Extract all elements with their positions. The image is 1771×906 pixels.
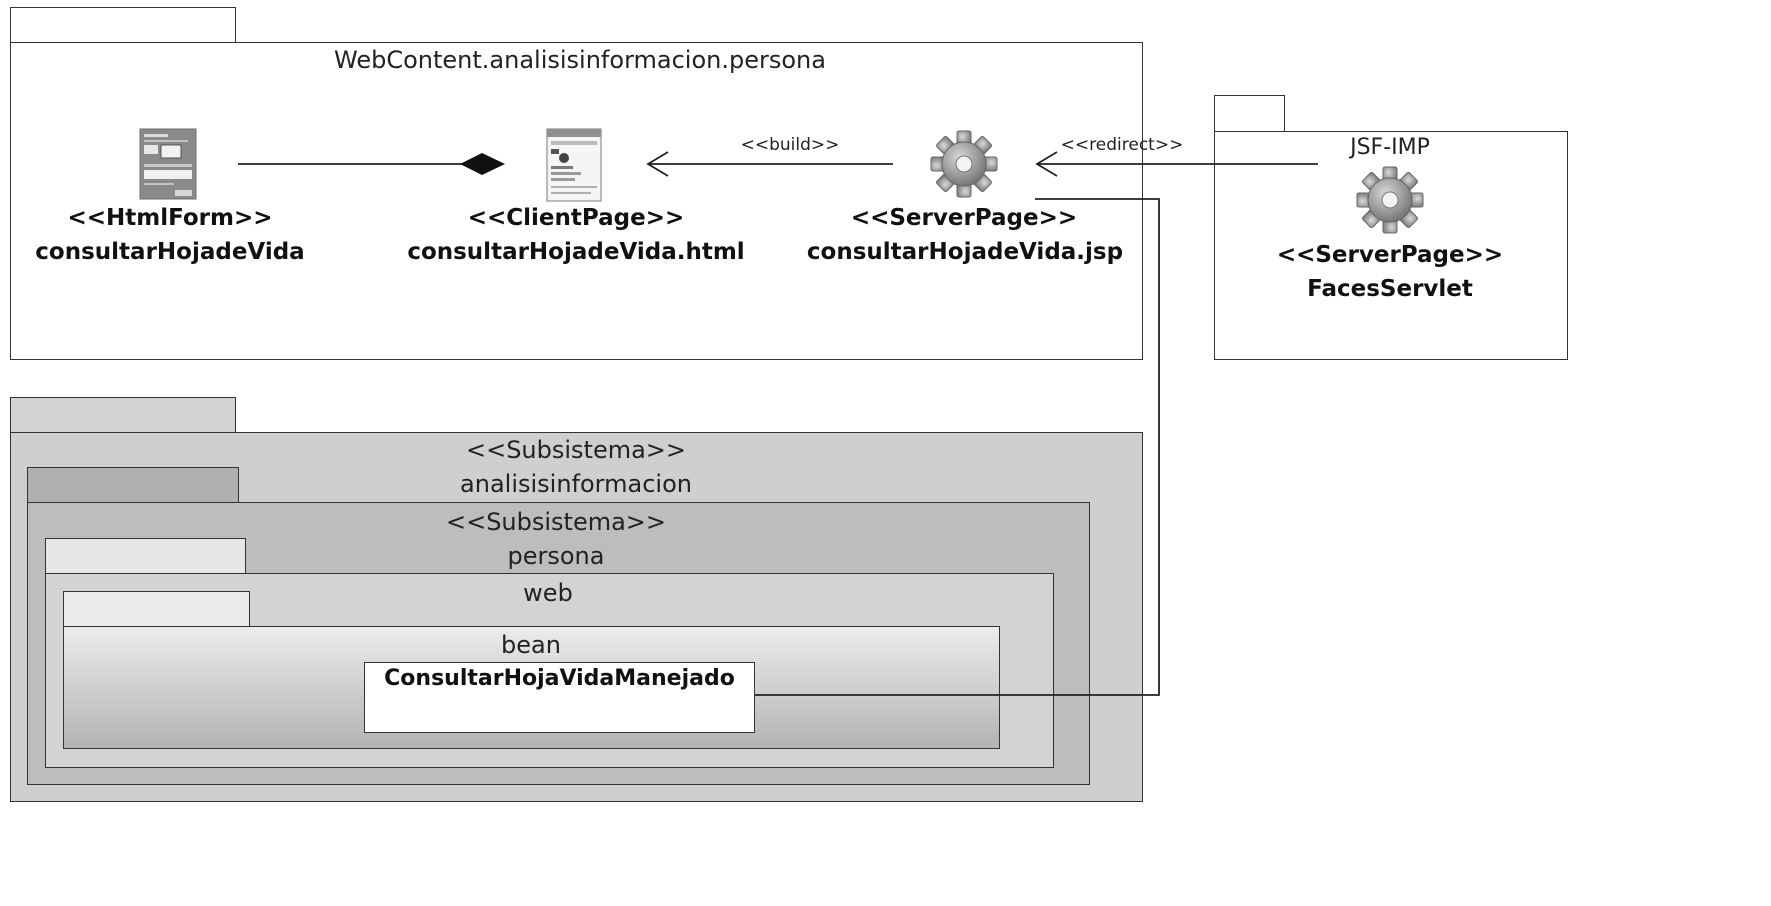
bean-package-tab bbox=[63, 591, 250, 627]
subsystem-analisis-name: analisisinformacion bbox=[460, 470, 692, 498]
subsystem-analisis-stereotype: <<Subsistema>> bbox=[465, 436, 687, 464]
association-line bbox=[755, 198, 1160, 696]
server-page-gear-icon bbox=[930, 130, 998, 198]
jsf-package-title: JSF-IMP bbox=[1350, 135, 1430, 160]
webcontent-package-tab bbox=[10, 7, 236, 43]
redirect-label: <<redirect>> bbox=[1060, 135, 1184, 155]
faces-servlet-name[interactable]: FacesServlet bbox=[1307, 276, 1473, 302]
subsystem-persona-tab bbox=[27, 467, 239, 503]
client-page-icon bbox=[546, 128, 602, 202]
subsystem-persona-name: persona bbox=[507, 542, 605, 570]
html-form-name[interactable]: consultarHojadeVida bbox=[35, 239, 305, 265]
composition-diamond bbox=[460, 153, 505, 175]
build-arrowhead bbox=[646, 151, 669, 177]
subsystem-analisis-tab bbox=[10, 397, 236, 433]
managed-bean-class[interactable] bbox=[364, 662, 755, 733]
webcontent-package-title: WebContent.analisisinformacion.persona bbox=[334, 46, 826, 74]
managed-bean-name: ConsultarHojaVidaManejado bbox=[384, 666, 735, 691]
web-package-tab bbox=[45, 538, 246, 574]
subsystem-persona-stereotype: <<Subsistema>> bbox=[445, 508, 667, 536]
build-label: <<build>> bbox=[740, 135, 840, 155]
webcontent-package[interactable] bbox=[10, 42, 1143, 360]
faces-servlet-stereotype: <<ServerPage>> bbox=[1276, 242, 1504, 268]
client-page-name[interactable]: consultarHojadeVida.html bbox=[407, 239, 745, 265]
server-page-name[interactable]: consultarHojadeVida.jsp bbox=[806, 239, 1124, 265]
html-form-stereotype: <<HtmlForm>> bbox=[67, 205, 273, 231]
redirect-arrowhead bbox=[1035, 151, 1058, 177]
server-page-stereotype: <<ServerPage>> bbox=[850, 205, 1078, 231]
faces-servlet-gear-icon bbox=[1356, 166, 1424, 234]
html-form-icon bbox=[139, 128, 197, 200]
client-page-stereotype: <<ClientPage>> bbox=[467, 205, 685, 231]
bean-package-title: bean bbox=[501, 631, 561, 659]
jsf-package[interactable] bbox=[1214, 131, 1568, 360]
jsf-package-tab bbox=[1214, 95, 1285, 132]
web-package-title: web bbox=[523, 579, 573, 607]
